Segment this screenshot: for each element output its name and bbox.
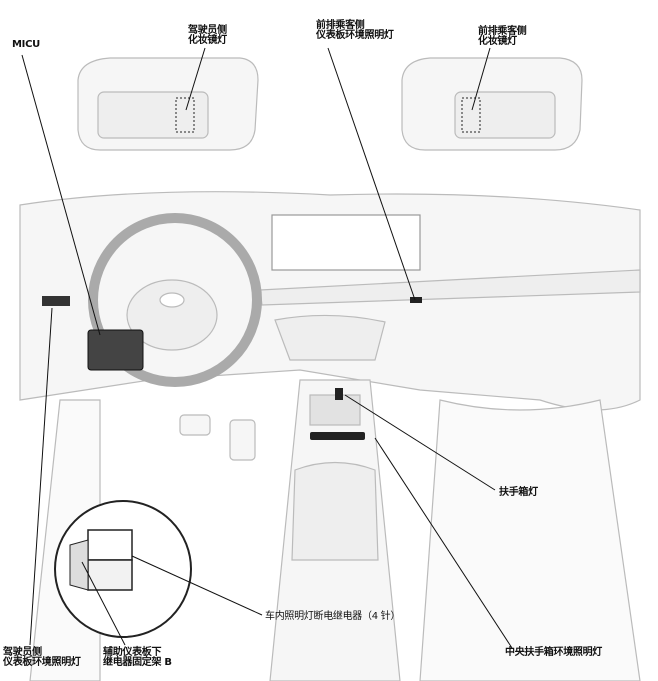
leader-lines: [21, 47, 513, 649]
label-line: 前排乘客侧: [316, 20, 365, 31]
label-line: 仪表板环境照明灯: [3, 657, 81, 668]
steering-wheel: [88, 213, 262, 387]
label-line: 前排乘客侧: [478, 26, 527, 37]
label-line: 驾驶员侧: [188, 25, 227, 36]
label-relay-bracket: 辅助仪表板下继电器固定架 B: [103, 648, 172, 668]
micu-unit: [87, 329, 144, 371]
label-relay: 车内照明灯断电继电器（4 针）: [265, 611, 401, 622]
label-line: 继电器固定架 B: [103, 657, 172, 668]
label-micu: MICU: [12, 39, 40, 50]
label-line: 辅助仪表板下: [103, 647, 162, 658]
label-passenger-ambient-lamp: 前排乘客侧仪表板环境照明灯: [316, 21, 394, 41]
center-console: [274, 314, 386, 361]
label-line: 仪表板环境照明灯: [316, 30, 394, 41]
label-driver-vanity-lamp: 驾驶员侧化妆镜灯: [188, 26, 227, 46]
label-driver-ambient-lamp: 驾驶员侧仪表板环境照明灯: [3, 648, 81, 668]
label-armrest-lamp: 扶手箱灯: [499, 487, 538, 498]
label-line: 驾驶员侧: [3, 647, 42, 658]
label-line: 化妆镜灯: [188, 35, 227, 46]
label-line: 化妆镜灯: [478, 36, 517, 47]
label-passenger-vanity-lamp: 前排乘客侧化妆镜灯: [478, 27, 527, 47]
label-center-armrest-ambient-lamp: 中央扶手箱环境照明灯: [505, 647, 602, 658]
